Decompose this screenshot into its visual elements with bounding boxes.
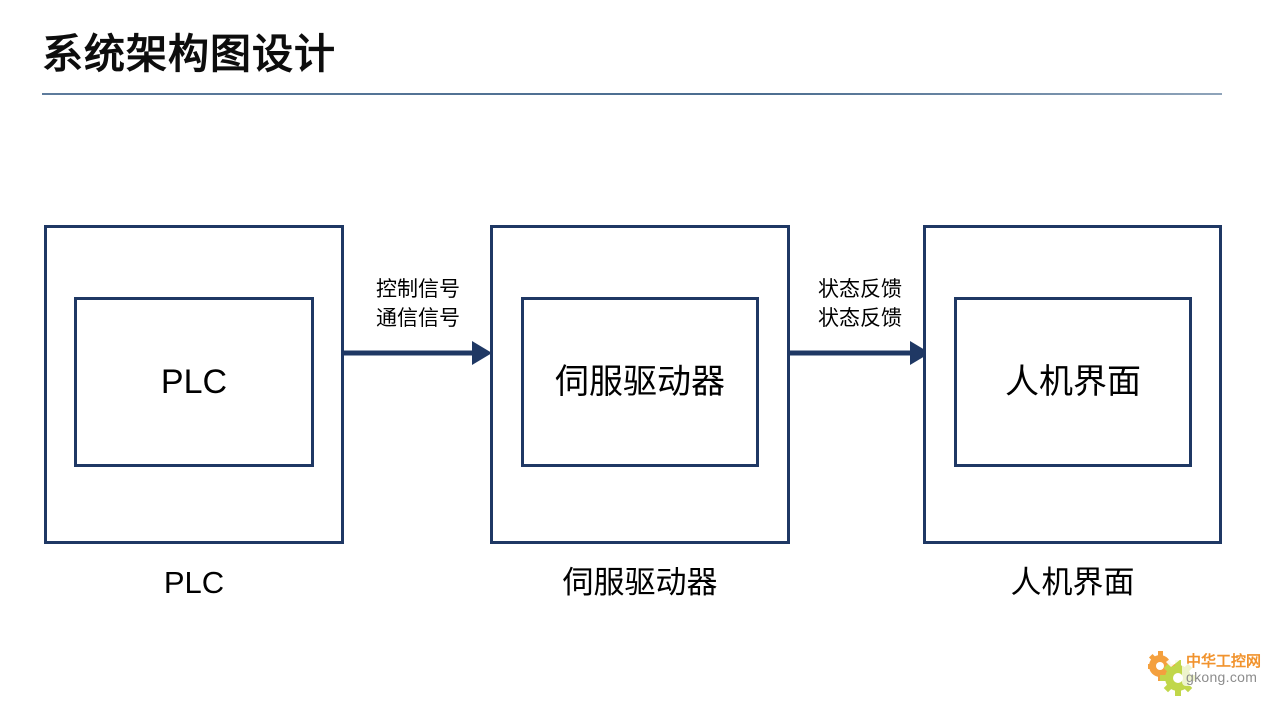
watermark-brand-en: gkong.com [1186,669,1258,685]
title-divider [42,93,1222,95]
diagram-node-plc-inner[interactable]: PLC [74,297,314,467]
diagram-node-hmi-label: 人机界面 [1005,363,1141,401]
diagram-node-servo-inner[interactable]: 伺服驱动器 [521,297,759,467]
connector-servo-to-hmi-label: 状态反馈 状态反馈 [782,275,938,333]
connector-plc-to-servo-label: 控制信号 通信信号 [338,275,498,333]
connector-servo-to-hmi-label-line2: 状态反馈 [818,307,902,330]
diagram-node-servo-label: 伺服驱动器 [555,363,725,401]
connector-plc-to-servo-label-line2: 通信信号 [376,307,460,330]
diagram-node-plc-label: PLC [160,363,228,401]
diagram-node-plc-caption: PLC [163,565,225,600]
diagram-node-hmi-inner[interactable]: 人机界面 [954,297,1192,467]
connector-servo-to-hmi[interactable] [789,336,931,370]
connector-servo-to-hmi-label-line1: 状态反馈 [818,278,902,301]
page-title: 系统架构图设计 [42,31,336,77]
watermark-brand-cn: 中华工控网 [1186,653,1262,670]
watermark-plate [1182,648,1260,686]
watermark-logo: 中华工控网 gkong.com [1148,646,1262,702]
diagram-node-servo-caption: 伺服驱动器 [562,565,718,600]
connector-plc-to-servo[interactable] [343,336,493,370]
connector-plc-to-servo-label-line1: 控制信号 [376,278,460,301]
arrow-right-icon [343,341,492,365]
diagram-node-hmi-caption: 人机界面 [1010,565,1135,600]
arrow-right-icon [789,341,930,365]
